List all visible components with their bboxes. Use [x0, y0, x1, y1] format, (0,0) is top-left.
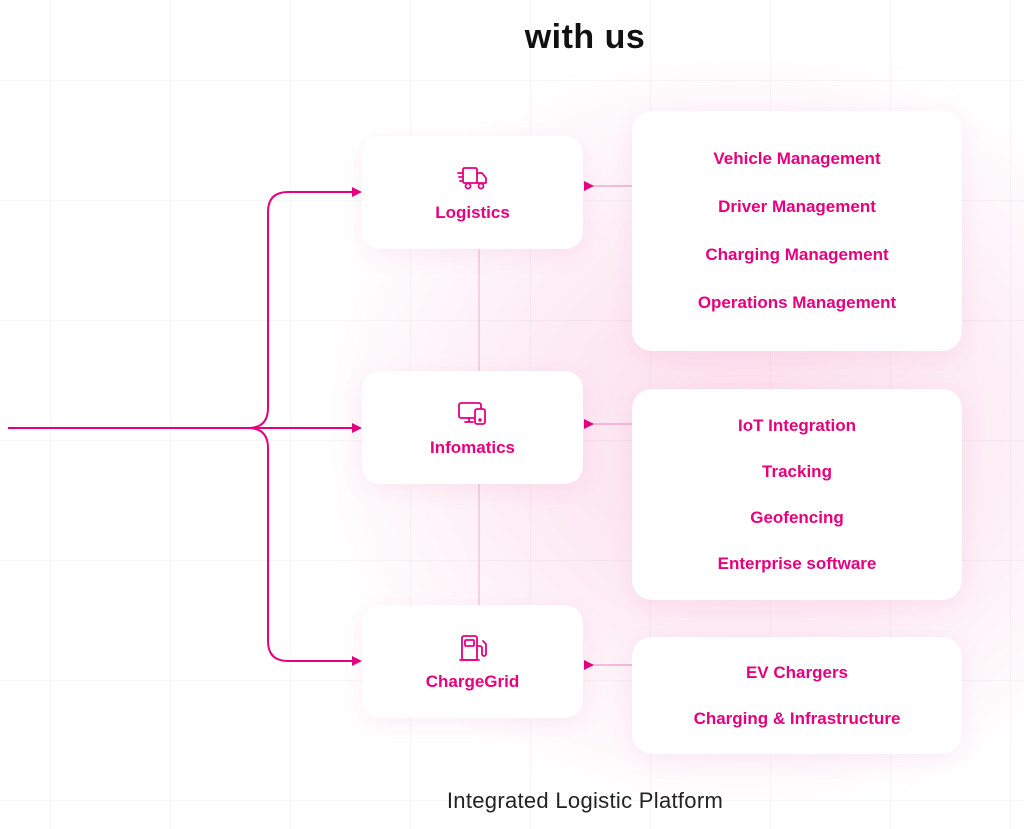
panel-item[interactable]: Geofencing [750, 507, 844, 527]
arrow-infomatics [352, 423, 362, 433]
panel-item[interactable]: EV Chargers [745, 662, 849, 682]
section-heading: with us [524, 18, 646, 56]
branch-logistics [247, 191, 356, 429]
devices-icon [457, 398, 489, 430]
panel-arrow-1 [584, 181, 594, 191]
node-label-infomatics: Infomatics [429, 437, 516, 457]
panel-item[interactable]: Charging & Infrastructure [693, 708, 901, 728]
arrow-logistics [352, 187, 362, 197]
panel-item[interactable]: Enterprise software [717, 553, 877, 573]
branch-chargegrid [247, 427, 356, 662]
node-chargegrid[interactable]: ChargeGrid [362, 605, 583, 718]
panel-item[interactable]: IoT Integration [737, 415, 857, 435]
panel-item[interactable]: Tracking [762, 461, 832, 481]
panel-arrow-3 [584, 660, 594, 670]
node-label-logistics: Logistics [435, 202, 510, 222]
node-label-chargegrid: ChargeGrid [425, 671, 520, 691]
panel-logistics: Vehicle Management Driver Management Cha… [632, 111, 962, 351]
panel-infomatics: IoT Integration Tracking Geofencing Ente… [632, 389, 962, 600]
arrow-chargegrid [352, 656, 362, 666]
node-logistics[interactable]: Logistics [362, 136, 583, 249]
charging-station-icon [457, 632, 489, 664]
panel-chargegrid: EV Chargers Charging & Infrastructure [632, 637, 962, 754]
panel-item[interactable]: Vehicle Management [713, 149, 881, 168]
truck-icon [456, 163, 489, 195]
panel-item[interactable]: Operations Management [697, 293, 897, 312]
node-infomatics[interactable]: Infomatics [362, 371, 583, 484]
panel-item[interactable]: Charging Management [705, 245, 889, 264]
platform-caption: Integrated Logistic Platform [446, 788, 724, 813]
panel-arrow-2 [584, 419, 594, 429]
panel-item[interactable]: Driver Management [718, 197, 876, 216]
